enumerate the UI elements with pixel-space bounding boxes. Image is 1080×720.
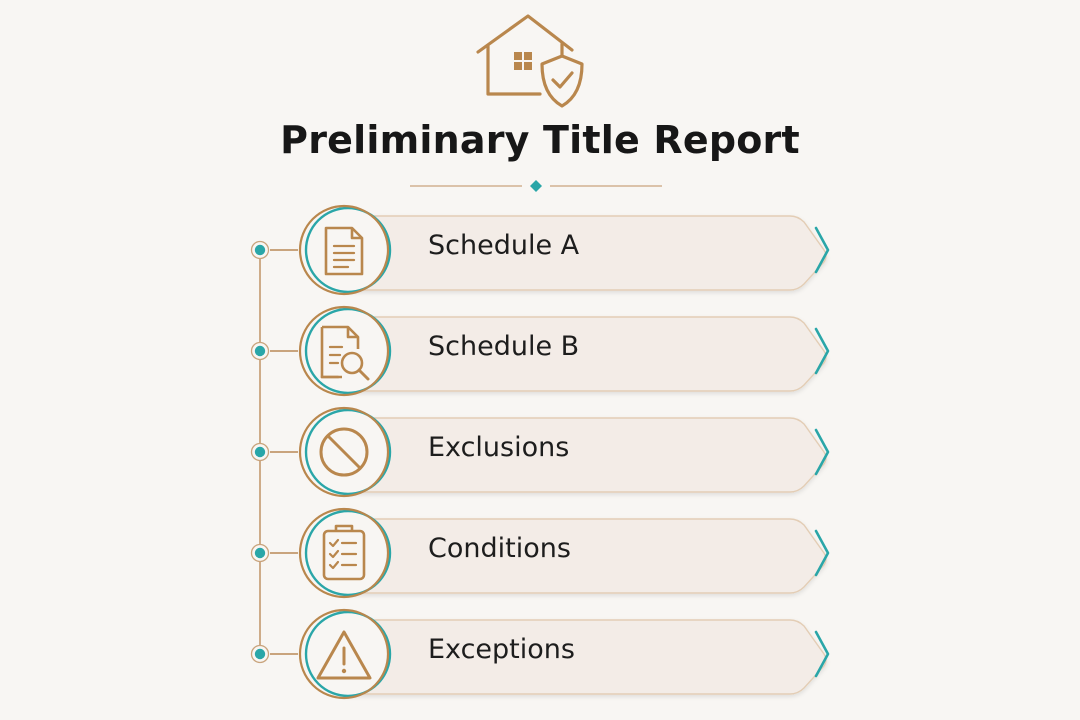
row-card bbox=[298, 204, 830, 296]
clipboard-checklist-icon bbox=[298, 507, 390, 599]
document-search-icon bbox=[298, 305, 390, 397]
list-item[interactable]: Schedule B bbox=[298, 305, 838, 397]
timeline-branch bbox=[270, 451, 298, 453]
row-label: Exceptions bbox=[428, 634, 575, 665]
timeline-node bbox=[250, 442, 270, 462]
page-title: Preliminary Title Report bbox=[280, 118, 800, 162]
prohibited-icon bbox=[298, 406, 390, 498]
row-label: Conditions bbox=[428, 533, 571, 564]
warning-triangle-icon bbox=[298, 608, 390, 700]
list-item[interactable]: Exceptions bbox=[298, 608, 838, 700]
timeline-branch bbox=[270, 350, 298, 352]
list-item[interactable]: Exclusions bbox=[298, 406, 838, 498]
timeline-branch bbox=[270, 249, 298, 251]
house-shield-check-icon bbox=[476, 14, 584, 108]
row-label: Exclusions bbox=[428, 432, 570, 463]
timeline-node bbox=[250, 644, 270, 664]
timeline-node bbox=[250, 341, 270, 361]
document-lines-icon bbox=[298, 204, 390, 296]
title-divider bbox=[410, 180, 662, 192]
row-label: Schedule B bbox=[428, 331, 580, 362]
list-item[interactable]: Conditions bbox=[298, 507, 838, 599]
timeline-branch bbox=[270, 653, 298, 655]
timeline-node bbox=[250, 240, 270, 260]
list-item[interactable]: Schedule A bbox=[298, 204, 838, 296]
timeline-node bbox=[250, 543, 270, 563]
row-label: Schedule A bbox=[428, 230, 580, 261]
timeline-branch bbox=[270, 552, 298, 554]
